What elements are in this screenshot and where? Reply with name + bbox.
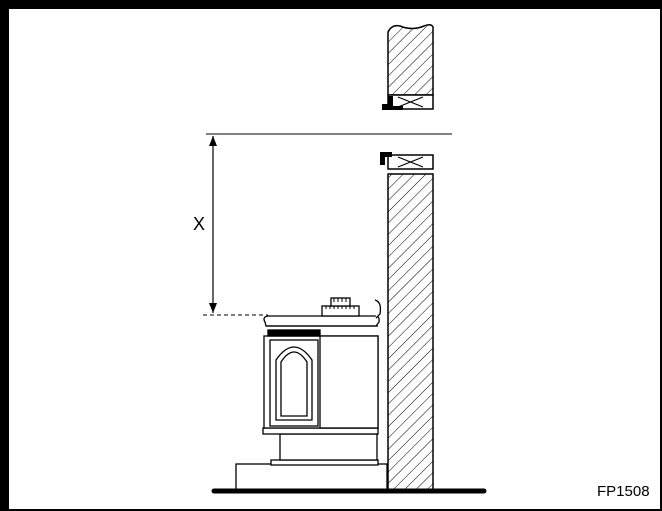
dimension-label: X	[193, 214, 206, 234]
upper-bracket-icon	[382, 96, 403, 110]
lower-bracket-icon	[380, 152, 392, 165]
flue-top	[330, 297, 351, 307]
lower-wall-section	[380, 152, 434, 492]
upper-wall-section	[382, 23, 434, 110]
stove	[235, 297, 388, 492]
dimension-arrow	[203, 136, 268, 316]
hearth	[235, 463, 388, 492]
flue-collar	[321, 305, 360, 317]
reference-code: FP1508	[597, 483, 650, 500]
